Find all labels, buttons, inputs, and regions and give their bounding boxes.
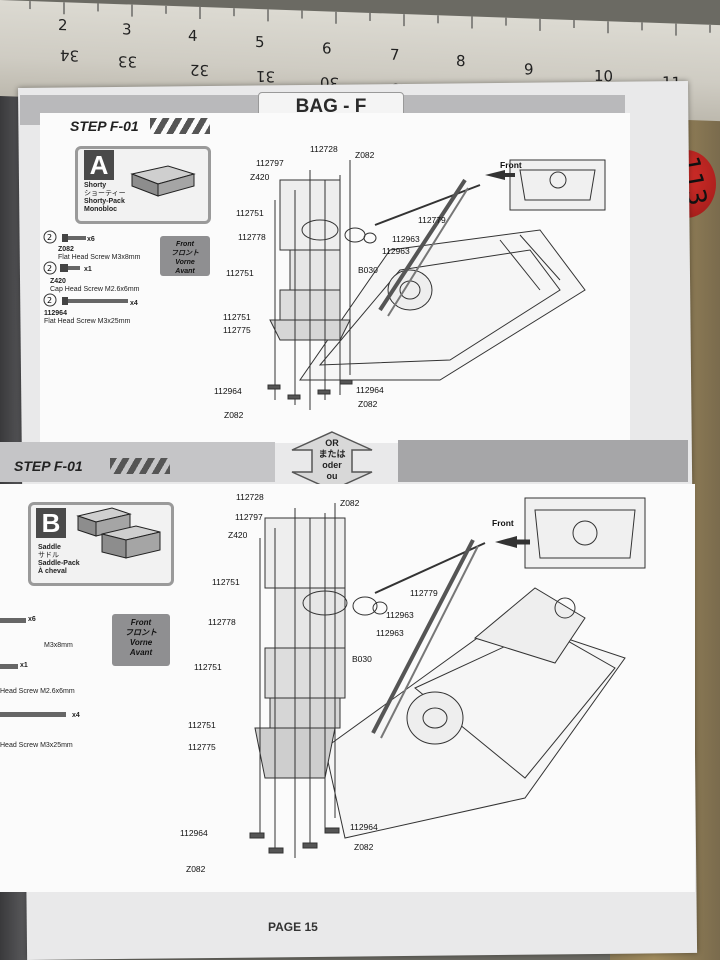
part-a-name-fr: Monobloc xyxy=(84,206,118,213)
screw-icons: 2 2 2 xyxy=(43,230,128,307)
part-label: 112775 xyxy=(223,325,251,335)
screw-desc: M3x8mm xyxy=(44,642,73,649)
screw-qty: x6 xyxy=(28,616,36,623)
part-label: Z082 xyxy=(340,498,360,508)
shorty-pack-icon xyxy=(130,165,196,197)
part-label: 112779 xyxy=(410,588,438,598)
step-a-title: STEP F-01 xyxy=(70,118,139,134)
svg-text:2: 2 xyxy=(47,296,52,305)
part-label: 112964 xyxy=(350,822,378,832)
part-label: 112964 xyxy=(214,386,242,396)
part-label: Z082 xyxy=(354,842,374,852)
or-label: OR xyxy=(325,438,339,448)
part-label: 112728 xyxy=(236,492,264,502)
screw-code: Z082 xyxy=(58,246,74,253)
front-label-fr: Avant xyxy=(175,268,195,275)
part-label: 112775 xyxy=(188,742,216,752)
part-label: 112963 xyxy=(376,628,404,638)
screw-desc: Flat Head Screw M3x8mm xyxy=(58,254,141,261)
part-label: 112963 xyxy=(392,234,420,244)
screw-qty: x1 xyxy=(20,662,28,669)
svg-text:2: 2 xyxy=(47,233,52,242)
part-label: Z082 xyxy=(224,410,244,420)
part-label: B030 xyxy=(358,265,378,275)
part-label: 112963 xyxy=(386,610,414,620)
part-b-badge: B xyxy=(36,508,66,538)
front-label-fr: Avant xyxy=(129,648,153,657)
title-stripes xyxy=(150,118,210,134)
front-label-de: Vorne xyxy=(175,259,195,266)
part-b-name-fr: À cheval xyxy=(38,568,67,575)
screw-qty: x4 xyxy=(130,300,138,307)
part-label: B030 xyxy=(352,654,372,664)
front-translation-box: Front フロント Vorne Avant xyxy=(160,236,210,276)
ruler: 2 3 4 5 6 7 8 9 10 11 34 33 32 31 30 29 … xyxy=(0,0,720,124)
separator-band xyxy=(398,440,688,482)
front-label: Front xyxy=(130,618,152,627)
front-label-de: Vorne xyxy=(129,638,153,647)
part-label: 112964 xyxy=(356,385,384,395)
screw-qty: x4 xyxy=(72,712,80,719)
screw-desc: Flat Head Screw M3x25mm xyxy=(44,318,131,325)
or-label-de: oder xyxy=(322,460,342,470)
part-a-name: Shorty xyxy=(84,182,107,189)
part-label: 112778 xyxy=(238,232,266,242)
front-arrow-label: Front xyxy=(492,518,514,528)
assembly-diagram-b xyxy=(249,497,646,858)
page-number: PAGE 15 xyxy=(268,920,318,934)
screw-desc: Head Screw M3x25mm xyxy=(0,742,73,749)
part-label: Z420 xyxy=(228,530,248,540)
screw-icons xyxy=(0,618,66,717)
part-label: 112797 xyxy=(235,512,263,522)
part-label: 112751 xyxy=(226,268,254,278)
part-b-name-de: Saddle-Pack xyxy=(38,560,80,567)
part-label: Z082 xyxy=(358,399,378,409)
or-label-fr: ou xyxy=(326,471,338,481)
svg-text:2: 2 xyxy=(47,264,52,273)
front-translation-box: Front フロント Vorne Avant xyxy=(112,614,170,666)
saddle-pack-icon xyxy=(76,507,161,559)
screw-code: 112964 xyxy=(44,310,67,317)
assembly-diagram-a xyxy=(267,159,606,410)
part-label: Z420 xyxy=(250,172,270,182)
part-label: 112779 xyxy=(418,215,446,225)
part-label: 112751 xyxy=(236,208,264,218)
part-b-name-jp: サドル xyxy=(38,552,59,559)
ruler-ticks xyxy=(29,1,711,36)
step-b-title: STEP F-01 xyxy=(14,458,83,474)
or-text: OR または oder ou xyxy=(302,438,362,482)
screw-qty: x1 xyxy=(84,266,92,273)
part-label: 112778 xyxy=(208,617,236,627)
title-stripes xyxy=(110,458,170,474)
part-label: Z082 xyxy=(186,864,206,874)
part-label: 112963 xyxy=(382,246,410,256)
part-label: 112751 xyxy=(212,577,240,587)
or-label-jp: または xyxy=(318,449,346,459)
part-label: Z082 xyxy=(355,150,375,160)
part-label: 112964 xyxy=(180,828,208,838)
part-b-name: Saddle xyxy=(38,544,61,551)
screw-qty: x6 xyxy=(87,236,95,243)
part-a-badge: A xyxy=(84,150,114,180)
part-label: 112797 xyxy=(256,158,284,168)
part-a-name-de: Shorty-Pack xyxy=(84,198,125,205)
front-label-jp: フロント xyxy=(171,250,199,257)
part-label: 112751 xyxy=(188,720,216,730)
part-label: 112751 xyxy=(223,312,251,322)
front-label: Front xyxy=(176,241,194,248)
front-label-jp: フロント xyxy=(125,628,157,637)
screw-desc: Cap Head Screw M2.6x6mm xyxy=(50,286,140,293)
part-label: 112728 xyxy=(310,144,338,154)
screw-desc: Head Screw M2.6x6mm xyxy=(0,688,75,695)
part-label: 112751 xyxy=(194,662,222,672)
screw-code: Z420 xyxy=(50,278,66,285)
front-arrow-label: Front xyxy=(500,160,522,170)
part-a-name-jp: ショーティー xyxy=(84,190,126,197)
